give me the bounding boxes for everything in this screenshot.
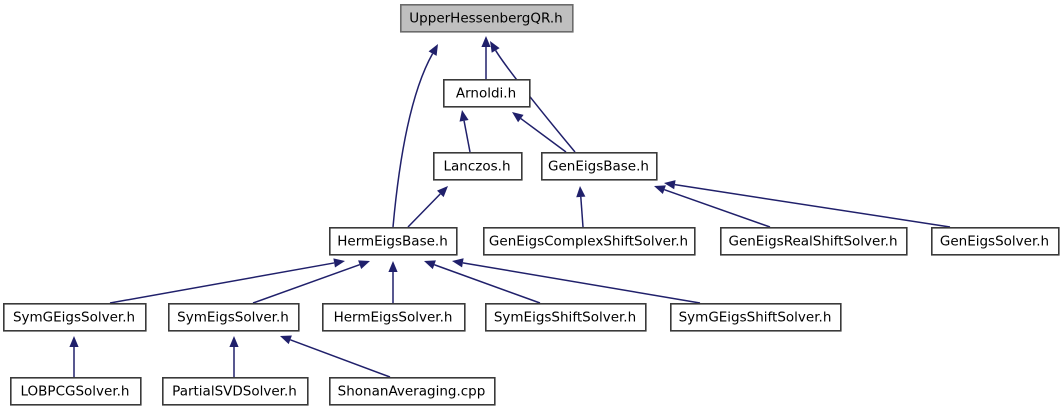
arrowhead-icon [229,336,239,347]
node-label: UpperHessenbergQR.h [409,11,562,27]
node-label: LOBPCGSolver.h [21,384,130,400]
node-box[interactable] [482,227,696,256]
node-hermeigssolver[interactable]: HermEigsSolver.h [321,302,466,332]
node-lobpcgsolver[interactable]: LOBPCGSolver.h [10,376,142,406]
node-box[interactable] [10,376,142,406]
arrowhead-icon [452,258,464,268]
arrowhead-icon [512,112,524,123]
edge-hermeigssolver-to-hermeigsbase [388,261,398,303]
arrowhead-icon [69,336,79,347]
node-box[interactable] [328,227,458,256]
node-label: PartialSVDSolver.h [172,384,297,400]
arrowhead-icon [280,335,292,345]
node-label: SymGEigsSolver.h [13,310,135,326]
node-box[interactable] [168,302,300,332]
edge-lanczos-to-arnoldi [459,110,471,153]
node-geneigsbase[interactable]: GenEigsBase.h [540,152,658,181]
node-label: Arnoldi.h [456,86,516,102]
edge-hermeigsbase-to-upperhessenbergqr [392,44,438,228]
node-box[interactable] [399,4,574,33]
arrowhead-icon [576,186,586,198]
edge-geneigscomplex-to-geneigsbase [576,186,586,228]
edge-symeigsshift-to-hermeigsbase [424,260,541,304]
node-label: SymEigsShiftSolver.h [494,310,636,326]
node-box[interactable] [162,376,309,406]
edge-geneigsrealshift-to-geneigsbase [654,185,771,228]
node-lanczos[interactable]: Lanczos.h [432,152,523,181]
arrowhead-icon [437,186,448,198]
arrowhead-icon [459,110,469,122]
node-box[interactable] [719,227,908,256]
arrowhead-icon [481,36,491,47]
node-box[interactable] [321,302,466,332]
node-upperhessenbergqr[interactable]: UpperHessenbergQR.h [399,4,574,33]
node-geneigssolver[interactable]: GenEigsSolver.h [930,227,1060,256]
node-label: GenEigsRealShiftSolver.h [728,234,897,250]
node-symeigssolver[interactable]: SymEigsSolver.h [168,302,300,332]
node-box[interactable] [540,152,658,181]
edge-geneigsbase-to-arnoldi [512,112,567,153]
node-arnoldi[interactable]: Arnoldi.h [442,79,531,108]
edge-hermeigsbase-to-lanczos [407,186,448,228]
arrowhead-icon [664,180,676,190]
arrowhead-icon [490,41,500,53]
node-label: GenEigsComplexShiftSolver.h [489,234,688,250]
edge-symgeigssolver-to-hermeigsbase [109,258,345,304]
node-box[interactable] [930,227,1060,256]
node-symeigsshift[interactable]: SymEigsShiftSolver.h [484,302,647,332]
node-label: ShonanAveraging.cpp [338,384,486,400]
edge-lobpcgsolver-to-symgeigssolver [69,336,79,377]
edge-symeigssolver-to-hermeigsbase [252,260,370,304]
arrowhead-icon [654,185,666,195]
node-symgeigssolver[interactable]: SymGEigsSolver.h [2,302,147,332]
node-symgeigsshift[interactable]: SymGEigsShiftSolver.h [669,302,842,332]
arrowhead-icon [388,261,398,272]
node-shonanaveraging[interactable]: ShonanAveraging.cpp [328,376,496,406]
node-label: GenEigsBase.h [548,159,649,175]
node-label: SymEigsSolver.h [177,310,289,326]
node-hermeigsbase[interactable]: HermEigsBase.h [328,227,458,256]
node-box[interactable] [432,152,523,181]
edge-shonanaveraging-to-symeigssolver [280,335,391,378]
arrowhead-icon [358,260,370,270]
node-geneigscomplex[interactable]: GenEigsComplexShiftSolver.h [482,227,696,256]
arrowhead-icon [333,258,345,268]
edges-layer [69,36,951,378]
node-label: GenEigsSolver.h [940,234,1049,250]
edge-arnoldi-to-upperhessenbergqr [481,36,491,79]
node-partialsvdsolver[interactable]: PartialSVDSolver.h [162,376,309,406]
arrowhead-icon [428,44,438,56]
node-geneigsrealshift[interactable]: GenEigsRealShiftSolver.h [719,227,908,256]
node-label: SymGEigsShiftSolver.h [679,310,832,326]
arrowhead-icon [424,260,436,270]
node-label: HermEigsBase.h [337,234,448,250]
node-box[interactable] [669,302,842,332]
node-label: HermEigsSolver.h [334,310,453,326]
node-box[interactable] [442,79,531,108]
node-box[interactable] [328,376,496,406]
edge-partialsvdsolver-to-symeigssolver [229,336,239,377]
node-box[interactable] [2,302,147,332]
edge-geneigssolver-to-geneigsbase [664,180,951,228]
node-label: Lanczos.h [444,159,511,175]
edge-symgeigsshift-to-hermeigsbase [452,258,701,304]
node-box[interactable] [484,302,647,332]
